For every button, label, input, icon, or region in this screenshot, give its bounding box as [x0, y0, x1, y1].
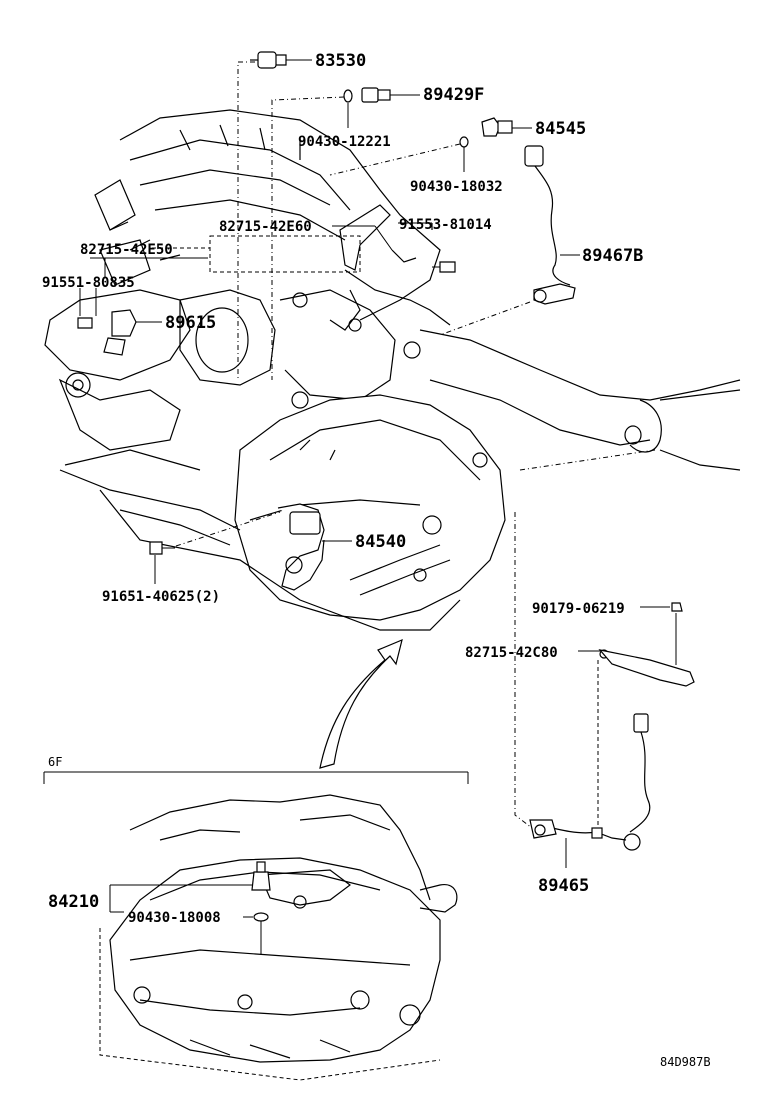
part-89429f-sensor	[271, 87, 420, 380]
label-89429f: 89429F	[423, 85, 484, 105]
transaxle-assembly-drawing	[44, 109, 741, 631]
label-84540: 84540	[355, 532, 406, 552]
part-89615-sensor-area	[77, 247, 210, 356]
inset-6f-bracket	[43, 771, 469, 784]
arrow-indicator	[319, 638, 403, 769]
part-84210-switch	[109, 861, 271, 955]
label-90179-06219: 90179-06219	[532, 601, 625, 617]
label-89615: 89615	[165, 313, 216, 333]
label-89467b: 89467B	[582, 246, 643, 266]
part-84545-sensor	[329, 117, 532, 176]
part-83530-switch	[237, 51, 312, 380]
part-84540-switch	[149, 503, 352, 591]
label-83530: 83530	[315, 51, 366, 71]
label-82715-42e60: 82715-42E60	[219, 219, 312, 235]
label-82715-42e50: 82715-42E50	[80, 242, 173, 258]
part-89465-sensor-assembly	[514, 449, 695, 868]
label-90430-18008: 90430-18008	[128, 910, 221, 926]
label-84545: 84545	[535, 119, 586, 139]
inset-transmission-drawing	[99, 794, 458, 1081]
label-90430-12221: 90430-12221	[298, 134, 391, 150]
label-89465: 89465	[538, 876, 589, 896]
label-91553-81014: 91553-81014	[399, 217, 492, 233]
label-91651-40625: 91651-40625(2)	[102, 589, 220, 605]
diagram-code: 84D987B	[660, 1055, 711, 1069]
label-90430-18032: 90430-18032	[410, 179, 503, 195]
bracket-area-82715-42e60	[209, 222, 456, 273]
label-84210: 84210	[48, 892, 99, 912]
label-82715-42c80: 82715-42C80	[465, 645, 558, 661]
inset-label-6f: 6F	[48, 755, 62, 769]
part-89467b-speed-sensor	[439, 145, 580, 336]
label-91551-80835: 91551-80835	[42, 275, 135, 291]
